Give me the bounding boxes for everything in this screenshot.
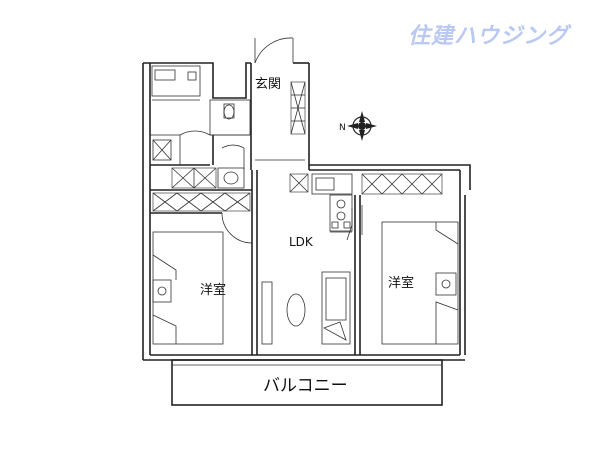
ldk-label: LDK: [289, 235, 314, 249]
compass-icon: N: [339, 111, 377, 141]
ldk-furniture: [286, 271, 351, 345]
kitchen: LDK: [289, 173, 353, 249]
entrance: 玄関: [254, 37, 306, 161]
brand-logo: 住建ハウジング: [408, 23, 572, 49]
balcony: バルコニー: [171, 359, 443, 406]
interior-walls: [251, 170, 361, 355]
bedroom-right-label: 洋室: [388, 275, 414, 291]
closet-left: [150, 167, 253, 244]
balcony-label: バルコニー: [263, 376, 348, 396]
toilet: [209, 99, 251, 136]
bedroom-left-label: 洋室: [200, 282, 226, 298]
entrance-label: 玄関: [255, 77, 281, 92]
outer-walls: [142, 62, 471, 361]
compass-north-label: N: [339, 123, 346, 133]
bedroom-left: 洋室: [152, 231, 226, 345]
washroom: [149, 130, 245, 170]
bathroom: [151, 65, 201, 101]
bedroom-right: 洋室: [361, 173, 459, 345]
